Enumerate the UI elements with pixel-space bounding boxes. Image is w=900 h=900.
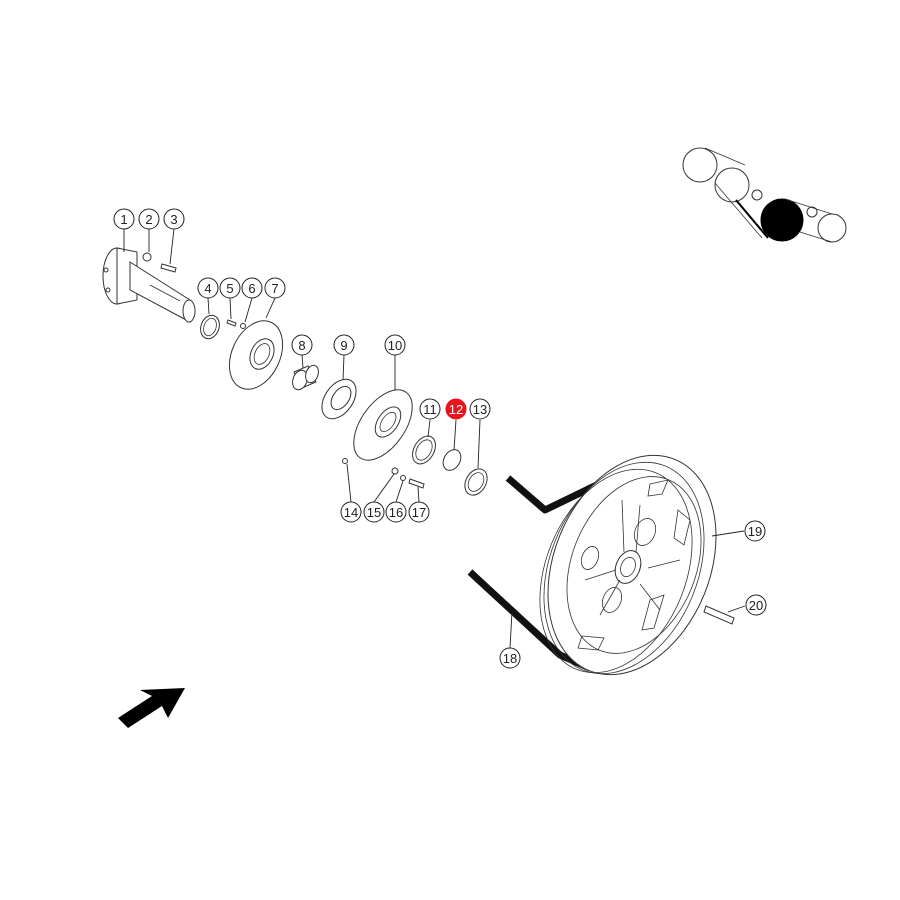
callout-circle-12[interactable] xyxy=(445,398,467,420)
part-bearing-cover-10 xyxy=(353,389,413,461)
part-small-6 xyxy=(240,323,246,329)
callout-2[interactable]: 2 xyxy=(138,208,160,230)
part-shaft xyxy=(102,247,196,323)
callout-18[interactable]: 18 xyxy=(499,647,521,669)
callout-circle-7[interactable] xyxy=(264,277,286,299)
part-ring-12 xyxy=(442,449,462,471)
part-ring-4 xyxy=(200,314,220,340)
part-screw-3 xyxy=(160,263,177,273)
callout-3[interactable]: 3 xyxy=(163,208,185,230)
callout-circle-15[interactable] xyxy=(363,501,385,523)
arrow-icon xyxy=(118,688,185,728)
callout-15[interactable]: 15 xyxy=(363,501,385,523)
callout-circle-16[interactable] xyxy=(385,501,407,523)
callout-circle-9[interactable] xyxy=(333,334,355,356)
callout-circle-3[interactable] xyxy=(163,208,185,230)
callout-8[interactable]: 8 xyxy=(291,334,313,356)
callout-circle-4[interactable] xyxy=(197,277,219,299)
callout-14[interactable]: 14 xyxy=(340,501,362,523)
part-washer-2 xyxy=(142,252,152,262)
part-seal-9 xyxy=(321,378,357,420)
part-16 xyxy=(400,475,406,481)
callout-13[interactable]: 13 xyxy=(469,398,491,420)
callout-4[interactable]: 4 xyxy=(197,277,219,299)
callout-circle-19[interactable] xyxy=(744,520,766,542)
part-pulley-19 xyxy=(539,454,717,676)
callout-5[interactable]: 5 xyxy=(219,277,241,299)
callout-17[interactable]: 17 xyxy=(408,501,430,523)
callout-7[interactable]: 7 xyxy=(264,277,286,299)
part-15 xyxy=(391,467,399,475)
part-pin-5 xyxy=(226,319,237,327)
callout-circle-8[interactable] xyxy=(291,334,313,356)
callout-circle-20[interactable] xyxy=(745,594,767,616)
callout-circle-17[interactable] xyxy=(408,501,430,523)
callout-circle-1[interactable] xyxy=(113,208,135,230)
callout-circle-10[interactable] xyxy=(384,334,406,356)
callout-10[interactable]: 10 xyxy=(384,334,406,356)
part-bushing-8 xyxy=(292,364,319,391)
part-ring-13 xyxy=(464,468,488,496)
callout-19[interactable]: 19 xyxy=(744,520,766,542)
part-key-20 xyxy=(703,605,735,625)
callout-circle-11[interactable] xyxy=(419,398,441,420)
callout-circle-13[interactable] xyxy=(469,398,491,420)
callout-12[interactable]: 12 xyxy=(445,398,467,420)
part-ring-11 xyxy=(412,435,436,465)
callout-circle-14[interactable] xyxy=(340,501,362,523)
callout-circle-18[interactable] xyxy=(499,647,521,669)
belt-layout-icon xyxy=(682,147,847,243)
callout-1[interactable]: 1 xyxy=(113,208,135,230)
part-14 xyxy=(342,458,348,464)
callout-20[interactable]: 20 xyxy=(745,594,767,616)
callout-6[interactable]: 6 xyxy=(241,277,263,299)
part-flange-housing-7 xyxy=(228,320,284,390)
part-bolt-17 xyxy=(408,478,425,489)
leader-lines xyxy=(123,228,746,649)
callout-11[interactable]: 11 xyxy=(419,398,441,420)
callout-circle-6[interactable] xyxy=(241,277,263,299)
callout-9[interactable]: 9 xyxy=(333,334,355,356)
callout-circle-5[interactable] xyxy=(219,277,241,299)
callout-circle-2[interactable] xyxy=(138,208,160,230)
callout-16[interactable]: 16 xyxy=(385,501,407,523)
